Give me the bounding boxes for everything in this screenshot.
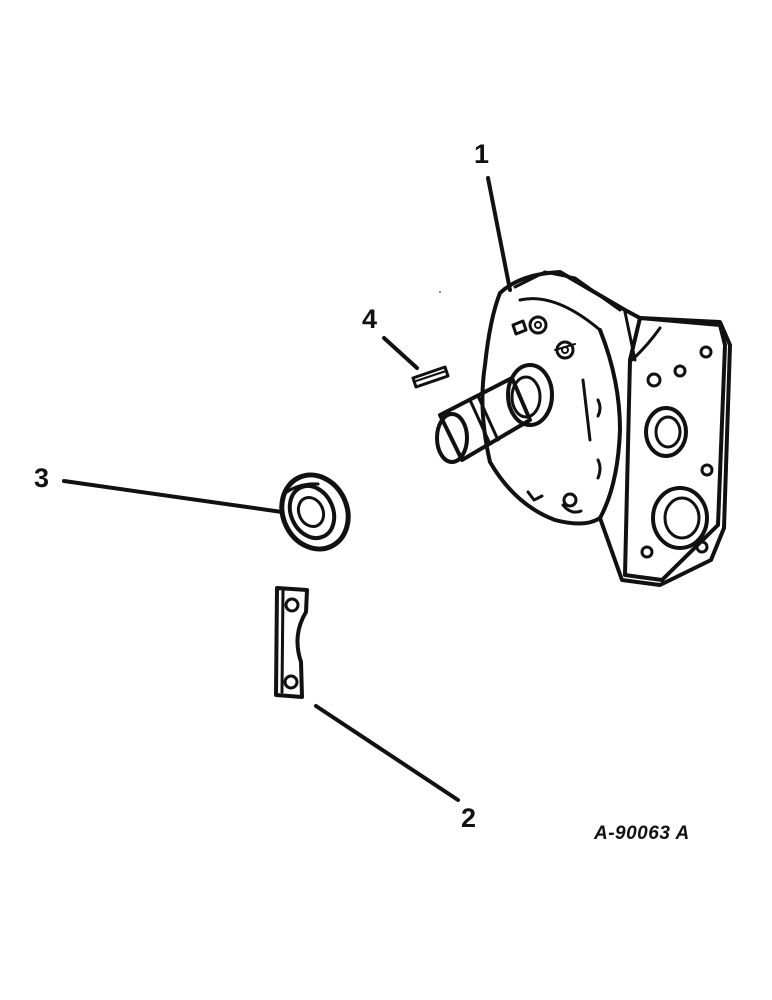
callout-number-4: 4 [362, 304, 378, 334]
key-pin-part [411, 365, 450, 389]
leader-line-2 [314, 704, 460, 802]
drawing-number: A-90063 A [594, 823, 690, 844]
leader-line-4 [382, 336, 419, 370]
pump-assembly-part [435, 270, 732, 587]
gasket-part [274, 586, 309, 699]
stray-mark [439, 291, 441, 293]
seal-part [279, 472, 351, 552]
leader-line-3 [62, 479, 284, 514]
callout-number-1: 1 [474, 139, 490, 169]
leader-line-1 [486, 176, 512, 292]
callout-number-3: 3 [34, 463, 50, 493]
callout-number-2: 2 [461, 803, 477, 833]
